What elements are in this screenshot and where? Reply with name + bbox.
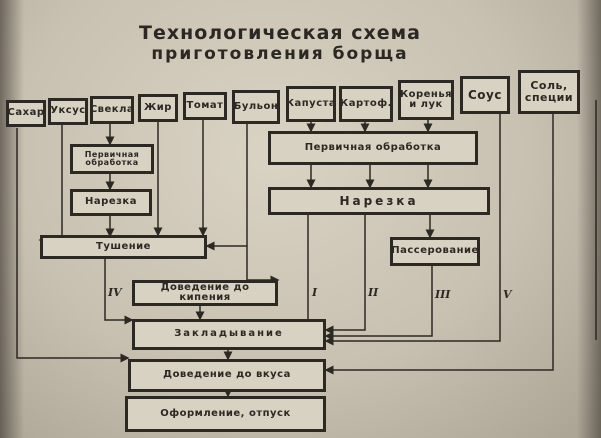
roman-label-1: I	[312, 286, 318, 299]
ingredient-broth: Бульон	[232, 90, 280, 124]
process-stew: Тушение	[40, 235, 207, 259]
process-taste: Доведение до вкуса	[128, 359, 326, 392]
roman-label-5: V	[503, 288, 512, 301]
process-saute: Пассерование	[390, 237, 480, 266]
process-cut-beet: Нарезка	[70, 189, 152, 216]
diagram-title-line1: Технологическая схема	[139, 22, 421, 44]
ingredient-sauce: Соус	[460, 76, 510, 114]
ingredient-sugar: Сахар	[6, 100, 46, 127]
roman-label-2: II	[368, 286, 379, 299]
process-primary-veg: Первичная обработка	[268, 131, 478, 165]
roman-label-3: III	[435, 288, 451, 301]
process-laying: Закладывание	[132, 319, 326, 350]
ingredient-tomato: Томат	[183, 92, 227, 120]
process-boil: Доведение до кипения	[132, 280, 278, 306]
process-serve: Оформление, отпуск	[125, 396, 326, 432]
process-primary-beet: Первичная обработка	[70, 144, 154, 174]
ingredient-vinegar: Уксус	[48, 98, 88, 125]
ingredient-roots-onion: Коренья и лук	[398, 80, 454, 120]
ingredient-salt-spices: Соль, специи	[518, 70, 580, 114]
ingredient-potato: Картоф.	[339, 86, 393, 122]
diagram-title-line2: приготовления борща	[151, 44, 409, 64]
ingredient-beet: Свекла	[90, 96, 134, 124]
ingredient-fat: Жир	[138, 94, 178, 122]
process-cut-veg: Нарезка	[268, 187, 490, 215]
roman-label-4: IV	[108, 286, 122, 299]
ingredient-cabbage: Капуста	[286, 86, 336, 122]
